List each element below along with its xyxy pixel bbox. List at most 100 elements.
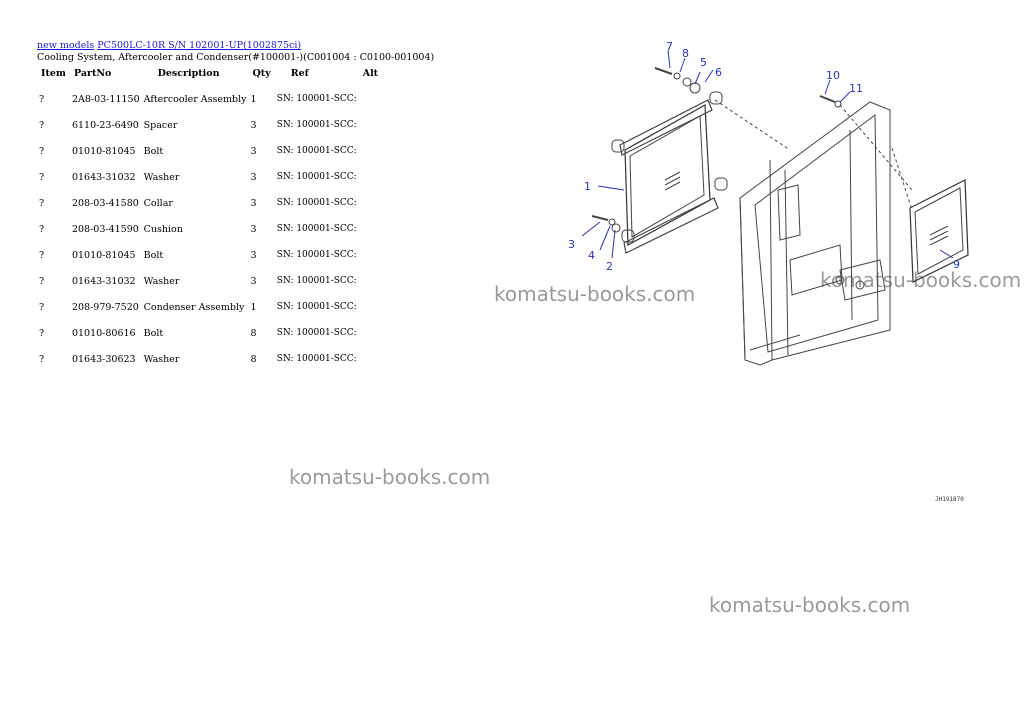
table-row: ? 01010-81045 Bolt 3 SN: 100001-SCC: <box>37 138 382 164</box>
callout-4: 4 <box>588 249 595 262</box>
cell-alt <box>359 320 382 346</box>
table-row: ? 208-979-7520 Condenser Assembly 1 SN: 1000… <box>37 294 382 320</box>
cell-part: 2A8-03-11150 <box>71 93 140 105</box>
table-row: ? 01010-80616 Bolt 8 SN: 100001-SCC: <box>37 320 382 346</box>
cell-item: ? <box>39 171 45 183</box>
cell-ref: SN: 100001-SCC: <box>276 198 357 208</box>
col-header-description: Description <box>157 67 220 79</box>
parts-table: Item PartNo Description Qty Ref Alt ? 2A8… <box>37 66 382 372</box>
exploded-parts-diagram: 1 2 3 4 5 6 7 8 9 10 11 <box>568 40 969 366</box>
cell-part: 01643-31032 <box>71 275 136 287</box>
cell-alt <box>359 268 382 294</box>
cell-desc: Cushion <box>143 223 183 235</box>
col-header-item: Item <box>41 67 66 79</box>
col-header-partno: PartNo <box>73 67 112 79</box>
cell-desc: Collar <box>143 197 173 209</box>
cell-desc: Washer <box>143 353 180 365</box>
cell-alt <box>359 242 382 268</box>
watermark-1: komatsu-books.com <box>494 282 696 306</box>
cell-alt <box>359 86 382 112</box>
cell-item: ? <box>39 145 45 157</box>
cell-qty: 3 <box>250 171 257 183</box>
cell-part: 01010-81045 <box>71 145 136 157</box>
cell-qty: 3 <box>250 145 257 157</box>
cell-qty: 8 <box>250 327 257 339</box>
callout-7: 7 <box>666 40 673 53</box>
table-header-row: Item PartNo Description Qty Ref Alt <box>37 66 382 86</box>
cell-qty: 1 <box>250 301 257 313</box>
cell-desc: Bolt <box>143 327 164 339</box>
callout-8: 8 <box>682 47 689 60</box>
cell-desc: Washer <box>143 275 180 287</box>
cell-ref: SN: 100001-SCC: <box>276 224 357 234</box>
cell-part: 208-03-41580 <box>71 197 139 209</box>
col-header-alt: Alt <box>362 67 379 79</box>
cell-part: 6110-23-6490 <box>71 119 139 131</box>
cell-qty: 8 <box>250 353 257 365</box>
cell-ref: SN: 100001-SCC: <box>276 146 357 156</box>
cell-qty: 3 <box>250 197 257 209</box>
cell-part: 01643-30623 <box>71 353 136 365</box>
cell-part: 208-979-7520 <box>71 301 139 313</box>
cell-alt <box>359 138 382 164</box>
cell-item: ? <box>39 93 45 105</box>
col-header-ref: Ref <box>290 67 309 79</box>
watermark-4: komatsu-books.com <box>709 593 911 617</box>
watermark-2: komatsu-books.com <box>820 268 1022 292</box>
breadcrumb-link-new-models[interactable]: new models <box>37 40 95 51</box>
cell-part: 208-03-41590 <box>71 223 139 235</box>
cell-desc: Condenser Assembly <box>143 301 245 313</box>
cell-alt <box>359 294 382 320</box>
callout-1: 1 <box>584 180 591 193</box>
cell-desc: Bolt <box>143 145 164 157</box>
cell-alt <box>359 164 382 190</box>
callout-9: 9 <box>953 258 960 271</box>
cell-qty: 3 <box>250 223 257 235</box>
cell-item: ? <box>39 327 45 339</box>
col-header-qty: Qty <box>252 67 271 79</box>
cell-part: 01643-31032 <box>71 171 136 183</box>
page-subtitle: Cooling System, Aftercooler and Condense… <box>37 52 435 63</box>
cell-qty: 3 <box>250 119 257 131</box>
cell-item: ? <box>39 119 45 131</box>
cell-part: 01010-80616 <box>71 327 136 339</box>
cell-ref: SN: 100001-SCC: <box>276 328 357 338</box>
table-row: ? 208-03-41580 Collar 3 SN: 100001-SCC: <box>37 190 382 216</box>
cell-qty: 3 <box>250 275 257 287</box>
diagram-code: JH191870 <box>935 496 964 503</box>
cell-ref: SN: 100001-SCC: <box>276 172 357 182</box>
cell-ref: SN: 100001-SCC: <box>276 94 357 104</box>
cell-ref: SN: 100001-SCC: <box>276 302 357 312</box>
callout-3: 3 <box>568 238 575 251</box>
cell-item: ? <box>39 301 45 313</box>
cell-desc: Aftercooler Assembly <box>143 93 247 105</box>
cell-ref: SN: 100001-SCC: <box>276 354 357 364</box>
watermark-3: komatsu-books.com <box>289 465 491 489</box>
callout-5: 5 <box>700 56 707 69</box>
cell-ref: SN: 100001-SCC: <box>276 276 357 286</box>
cell-item: ? <box>39 197 45 209</box>
cell-qty: 1 <box>250 93 257 105</box>
cell-item: ? <box>39 353 45 365</box>
callout-2: 2 <box>606 260 613 273</box>
cell-alt <box>359 190 382 216</box>
table-row: ? 01643-31032 Washer 3 SN: 100001-SCC: <box>37 268 382 294</box>
cell-ref: SN: 100001-SCC: <box>276 120 357 130</box>
cell-ref: SN: 100001-SCC: <box>276 250 357 260</box>
cell-part: 01010-81045 <box>71 249 136 261</box>
callout-6: 6 <box>715 66 722 79</box>
cell-item: ? <box>39 249 45 261</box>
breadcrumb: new models PC500LC-10R S/N 102001-UP(100… <box>37 40 301 51</box>
table-row: ? 01643-30623 Washer 8 SN: 100001-SCC: <box>37 346 382 372</box>
callout-10: 10 <box>826 69 840 82</box>
breadcrumb-link-model[interactable]: PC500LC-10R S/N 102001-UP(1002875ci) <box>97 40 302 51</box>
cell-alt <box>359 346 382 372</box>
cell-item: ? <box>39 275 45 287</box>
cell-alt <box>359 216 382 242</box>
cell-alt <box>359 112 382 138</box>
cell-qty: 3 <box>250 249 257 261</box>
